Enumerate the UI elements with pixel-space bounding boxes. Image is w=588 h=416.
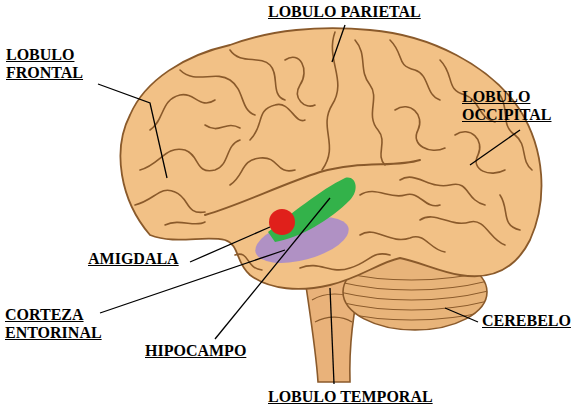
- leader-line: [332, 25, 345, 62]
- leader-line: [98, 84, 167, 178]
- part-label: LOBULO FRONTAL: [6, 46, 83, 83]
- part-label: LOBULO PARIETAL: [268, 3, 421, 21]
- amygdala-area: [269, 209, 295, 235]
- leader-line: [190, 227, 270, 262]
- part-label: CEREBELO: [482, 312, 571, 330]
- hippocampus-area: [268, 178, 356, 242]
- cerebellum-folia: [340, 270, 492, 330]
- leader-line: [330, 288, 334, 384]
- part-label: AMIGDALA: [88, 250, 179, 268]
- part-label: LOBULO OCCIPITAL: [462, 88, 551, 125]
- cerebrum: [120, 28, 541, 289]
- leader-lines: [98, 25, 520, 384]
- leader-line: [215, 198, 330, 339]
- part-label: LOBULO TEMPORAL: [268, 388, 433, 406]
- part-label: HIPOCAMPO: [145, 342, 246, 360]
- part-label: CORTEZA ENTORINAL: [5, 306, 102, 343]
- leader-line: [445, 308, 478, 322]
- leader-line: [470, 130, 520, 165]
